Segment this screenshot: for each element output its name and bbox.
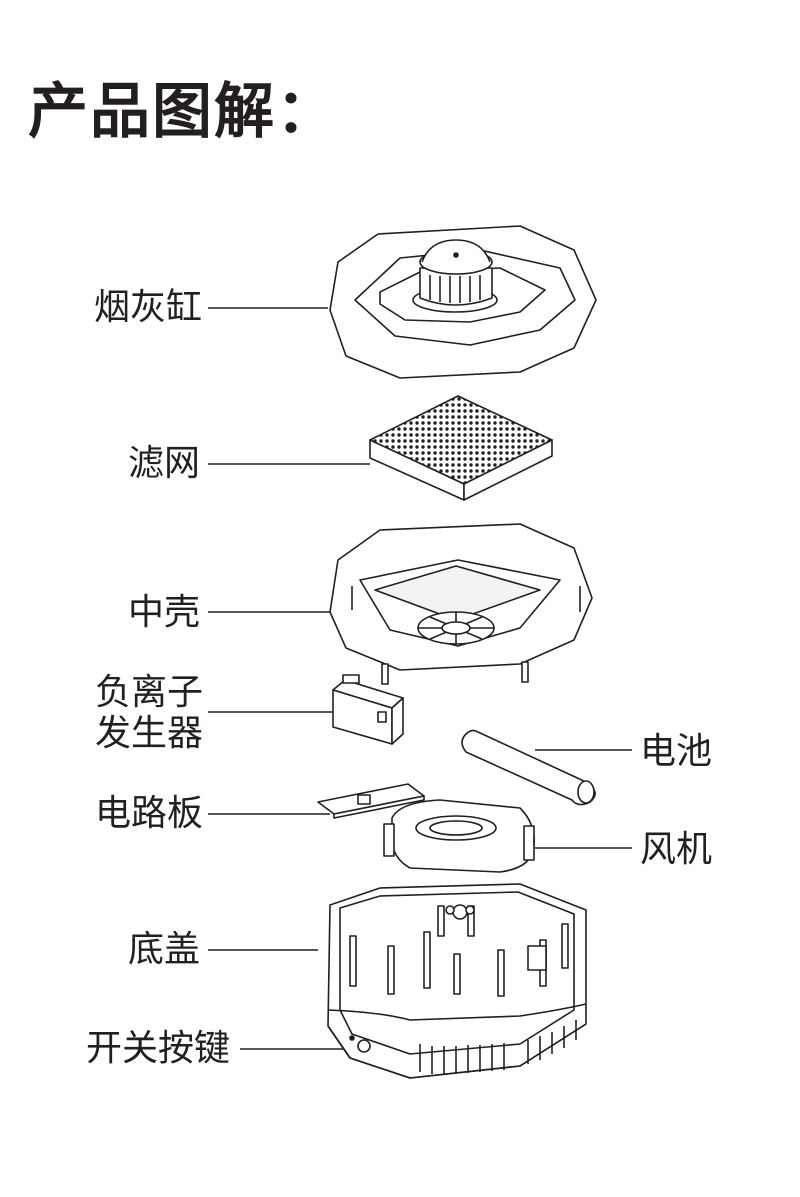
label-circuit-board: 电路板 bbox=[95, 793, 204, 834]
label-ion-generator: 负离子 发生器 bbox=[95, 672, 204, 755]
ion-generator-illustration bbox=[332, 674, 404, 745]
base-cover-illustration bbox=[327, 883, 587, 1079]
fan-illustration bbox=[383, 799, 536, 873]
middle-shell-illustration bbox=[329, 523, 593, 685]
label-middle-shell: 中壳 bbox=[128, 592, 201, 633]
label-ashtray: 烟灰缸 bbox=[94, 287, 203, 328]
label-base-cover: 底盖 bbox=[128, 929, 201, 970]
label-fan: 风机 bbox=[640, 829, 713, 870]
label-filter: 滤网 bbox=[128, 443, 201, 484]
filter-illustration bbox=[369, 395, 553, 501]
label-switch: 开关按键 bbox=[86, 1028, 231, 1069]
battery-illustration bbox=[461, 729, 596, 806]
label-battery: 电池 bbox=[640, 731, 713, 772]
page-title: 产品图解： bbox=[28, 77, 338, 147]
circuit-board-illustration bbox=[317, 783, 425, 819]
ashtray-illustration bbox=[329, 225, 597, 379]
